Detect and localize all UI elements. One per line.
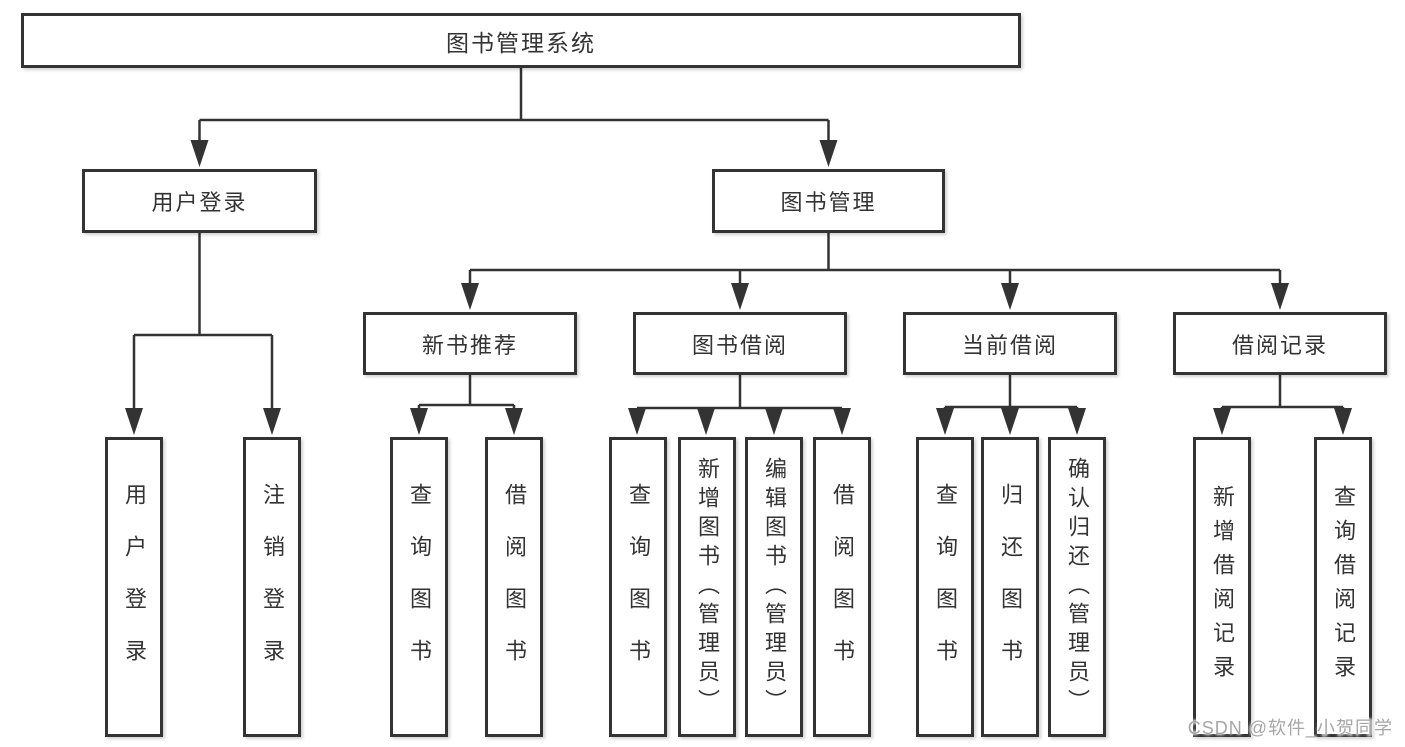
watermark: CSDN @软件_小贺同学 (1187, 718, 1393, 738)
node-label: 图书借阅 (691, 332, 788, 358)
leaf-confirm-return-admin: 确认归还（管理员） (1048, 437, 1106, 737)
leaf-label: 新增图书（管理员） (695, 456, 720, 718)
leaf-edit-book-admin: 编辑图书（管理员） (745, 437, 803, 737)
leaf-label: 新增借阅记录 (1210, 485, 1235, 689)
leaf-label: 查询图书 (407, 483, 432, 691)
node-label: 借阅记录 (1231, 332, 1328, 358)
leaf-label: 归还图书 (998, 483, 1023, 691)
leaf-borrow-books: 借阅图书 (813, 437, 871, 737)
leaf-label: 查询图书 (626, 483, 651, 691)
leaf-query-books-current: 查询图书 (916, 437, 974, 737)
node-label: 当前借阅 (961, 332, 1058, 358)
leaf-add-book-admin: 新增图书（管理员） (678, 437, 736, 737)
node-label: 图书管理系统 (446, 29, 596, 56)
node-current-borrowing: 当前借阅 (903, 312, 1117, 375)
leaf-label: 编辑图书（管理员） (762, 456, 787, 718)
leaf-query-books-borrow: 查询图书 (609, 437, 667, 737)
leaf-label: 用户登录 (122, 483, 147, 691)
leaf-label: 查询图书 (933, 483, 958, 691)
node-label: 用户登录 (151, 190, 248, 215)
leaf-query-books-recommend: 查询图书 (390, 437, 448, 737)
node-book-borrowing: 图书借阅 (633, 312, 847, 375)
node-library-management-system: 图书管理系统 (21, 13, 1021, 68)
leaf-query-borrow-record: 查询借阅记录 (1314, 437, 1372, 737)
node-borrowing-records: 借阅记录 (1173, 312, 1387, 375)
node-user-login: 用户登录 (82, 169, 317, 233)
node-label: 图书管理 (780, 190, 877, 215)
leaf-return-books: 归还图书 (981, 437, 1039, 737)
node-new-book-recommend: 新书推荐 (363, 312, 577, 375)
leaf-label: 确认归还（管理员） (1065, 456, 1090, 718)
leaf-label: 注销登录 (260, 483, 285, 691)
leaf-add-borrow-record: 新增借阅记录 (1193, 437, 1251, 737)
node-book-management: 图书管理 (712, 169, 945, 233)
node-label: 新书推荐 (421, 332, 518, 358)
leaf-label: 查询借阅记录 (1331, 485, 1356, 689)
leaf-label: 借阅图书 (502, 483, 527, 691)
leaf-label: 借阅图书 (830, 483, 855, 691)
leaf-borrow-books-recommend: 借阅图书 (485, 437, 543, 737)
leaf-logout: 注销登录 (243, 437, 301, 737)
leaf-user-login: 用户登录 (105, 437, 163, 737)
